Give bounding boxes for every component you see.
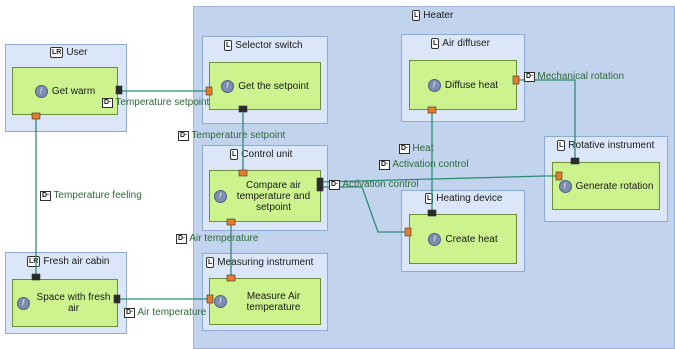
function-get-the-setpoint[interactable]: ƒ Get the setpoint — [209, 62, 321, 110]
flow-icon: D· — [379, 159, 391, 170]
flow-icon: D· — [178, 130, 190, 141]
function-compare-air-temperature[interactable]: ƒ Compare air temperature and setpoint — [209, 170, 321, 222]
function-label: Generate rotation — [575, 180, 654, 192]
port-out — [427, 209, 437, 217]
function-icon: ƒ — [214, 189, 227, 203]
block-icon: L — [431, 38, 440, 49]
connector-mechanical-rotation — [517, 79, 576, 162]
flow-label-mechanical-rotation[interactable]: D· Mechanical rotation — [524, 71, 624, 82]
actor-block-icon: LR — [50, 47, 64, 58]
function-space-with-fresh-air[interactable]: ƒ Space with fresh air — [12, 279, 118, 327]
port-in — [512, 75, 520, 85]
user-title-text: User — [66, 47, 88, 58]
flow-label-text: Temperature setpoint — [191, 130, 286, 141]
heating-device-title-text: Heating device — [436, 193, 503, 204]
flow-label-activation-control[interactable]: D· Activation control — [379, 159, 469, 170]
port-in — [555, 171, 563, 181]
control-unit-title-text: Control unit — [241, 149, 293, 160]
port-in — [404, 227, 412, 237]
function-label: Compare air temperature and setpoint — [236, 179, 311, 213]
port-in — [205, 86, 213, 96]
port-in — [238, 169, 248, 177]
selector-switch-title: L Selector switch — [224, 40, 303, 51]
function-icon: ƒ — [34, 84, 48, 98]
port-in — [427, 106, 437, 114]
function-label: Create heat — [445, 233, 498, 245]
function-label: Measure Air temperature — [246, 290, 301, 313]
flow-icon: D· — [176, 233, 188, 244]
function-label: Diffuse heat — [444, 79, 499, 91]
flow-label-air-temperature[interactable]: D· Air temperature — [124, 307, 206, 318]
port-out — [115, 85, 123, 95]
fresh-air-cabin-title-text: Fresh air cabin — [43, 256, 110, 267]
flow-label-text: Air temperature — [189, 233, 259, 244]
flow-icon: D· — [40, 190, 52, 201]
air-diffuser-title-text: Air diffuser — [442, 38, 490, 49]
flow-icon: D· — [124, 307, 136, 318]
air-diffuser-title: L Air diffuser — [431, 38, 490, 49]
measuring-instrument-title: L Measuring instrument — [206, 257, 313, 268]
function-diffuse-heat[interactable]: ƒ Diffuse heat — [409, 60, 517, 110]
function-get-warm[interactable]: ƒ Get warm — [12, 67, 118, 115]
block-icon: L — [425, 193, 434, 204]
flow-label-heat[interactable]: D· Heat — [399, 143, 434, 154]
fresh-air-cabin-title: LR Fresh air cabin — [27, 256, 109, 267]
measuring-instrument-title-text: Measuring instrument — [217, 257, 314, 268]
flow-label-temperature-setpoint[interactable]: D· Temperature setpoint — [178, 130, 285, 141]
function-label: Space with fresh air — [36, 292, 111, 314]
control-unit-title: L Control unit — [230, 149, 292, 160]
port-out — [31, 273, 41, 281]
user-title: LR User — [50, 47, 87, 58]
port-in — [31, 112, 41, 120]
heating-device-title: L Heating device — [425, 193, 502, 204]
heater-title: L Heater — [412, 10, 453, 21]
rotative-instrument-title: L Rotative instrument — [557, 140, 654, 151]
flow-label-text: Activation control — [392, 159, 469, 170]
connector-activation-control-rotation — [320, 175, 560, 183]
flow-label-text: Air temperature — [137, 307, 207, 318]
function-generate-rotation[interactable]: ƒ Generate rotation — [552, 162, 660, 210]
flow-icon: D· — [329, 179, 341, 190]
port-out — [316, 183, 324, 192]
flow-label-text: Heat — [412, 143, 434, 154]
flow-icon: D· — [399, 143, 411, 154]
connector-activation-control-heating — [321, 186, 409, 233]
function-icon: ƒ — [428, 232, 442, 246]
function-icon: ƒ — [214, 295, 227, 308]
port-in — [226, 218, 236, 226]
function-measure-air-temperature[interactable]: ƒ Measure Air temperature — [209, 278, 321, 325]
function-icon: ƒ — [17, 296, 30, 310]
block-icon: L — [224, 40, 233, 51]
flow-label-text: Temperature setpoint — [115, 97, 210, 108]
function-create-heat[interactable]: ƒ Create heat — [409, 214, 517, 264]
selector-switch-title-text: Selector switch — [235, 40, 303, 51]
flow-icon: D· — [102, 97, 114, 108]
port-in — [226, 274, 236, 282]
function-label: Get warm — [51, 85, 96, 97]
function-icon: ƒ — [221, 79, 235, 93]
flow-label-activation-control[interactable]: D· Activation control — [329, 179, 419, 190]
flow-label-text: Temperature feeling — [53, 190, 142, 201]
port-out — [238, 105, 248, 113]
flow-icon: D· — [524, 71, 536, 82]
port-out — [570, 157, 580, 165]
flow-label-air-temperature[interactable]: D· Air temperature — [176, 233, 258, 244]
block-icon: L — [412, 10, 421, 21]
block-icon: L — [557, 140, 566, 151]
flow-label-temperature-setpoint[interactable]: D· Temperature setpoint — [102, 97, 209, 108]
block-icon: L — [206, 257, 215, 268]
flow-label-text: Mechanical rotation — [537, 71, 625, 82]
block-icon: L — [230, 149, 239, 160]
port-out — [113, 294, 121, 304]
function-label: Get the setpoint — [238, 80, 309, 92]
port-in — [206, 294, 214, 304]
heater-title-text: Heater — [423, 10, 454, 21]
actor-block-icon: LR — [27, 256, 41, 267]
function-icon: ƒ — [558, 179, 572, 193]
rotative-instrument-title-text: Rotative instrument — [568, 140, 655, 151]
flow-label-text: Activation control — [342, 179, 419, 190]
function-icon: ƒ — [427, 78, 441, 92]
flow-label-temperature-feeling[interactable]: D· Temperature feeling — [40, 190, 142, 201]
